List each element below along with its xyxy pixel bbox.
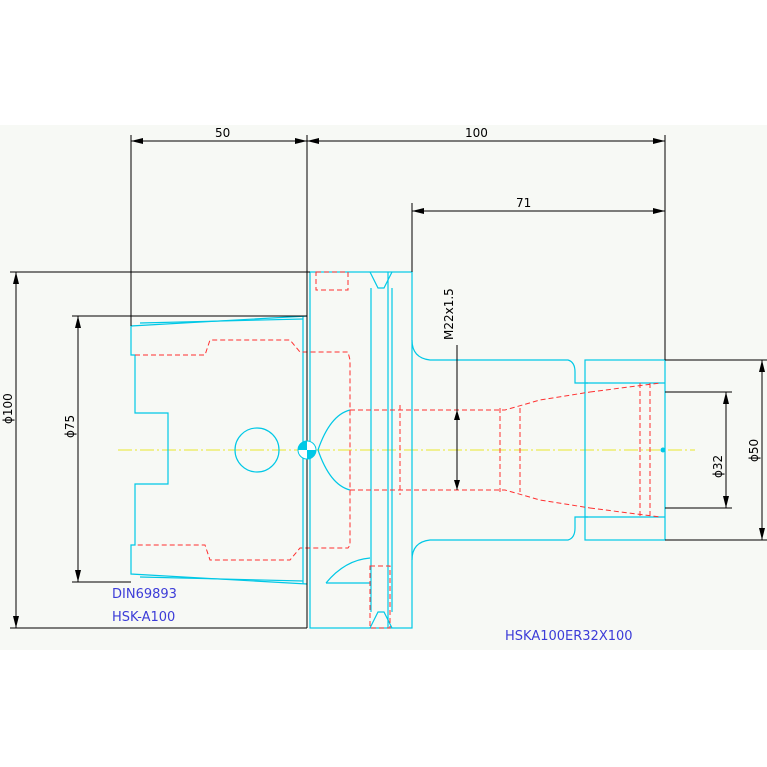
- body-upper: [411, 339, 588, 384]
- standard-label: DIN69893: [112, 587, 177, 602]
- arrow: [759, 360, 765, 372]
- gauge-point-marker: [297, 440, 317, 460]
- interface-label: HSK-A100: [112, 610, 175, 625]
- arrow: [723, 496, 729, 508]
- flange-pocket-bottom: [369, 565, 391, 629]
- dim-100-text: 100: [465, 126, 488, 140]
- drawing-sheet: [0, 125, 767, 650]
- dim-dia50-text: ϕ50: [747, 439, 761, 462]
- arrow: [653, 138, 665, 144]
- flange-pocket: [315, 271, 349, 291]
- bore-profile-top: [317, 409, 351, 451]
- arrow: [307, 138, 319, 144]
- dim-71-text: 71: [516, 196, 531, 210]
- arrow: [295, 138, 307, 144]
- arrow: [75, 570, 81, 582]
- drive-slot-bottom: [325, 557, 371, 584]
- hsk-shank-outline: [130, 315, 308, 585]
- arrow: [131, 138, 143, 144]
- thread-bore: [350, 391, 591, 509]
- dim-50-text: 50: [215, 126, 230, 140]
- shank-cavity: [135, 339, 351, 561]
- hidden-features: [135, 271, 661, 629]
- dim-thread-text: M22x1.5: [442, 288, 456, 340]
- dimension-lines: 50 100 71 ϕ100 ϕ75 M22x1.5: [1, 126, 767, 629]
- collet-cone: [589, 382, 661, 518]
- shank-inner-bottom: [139, 576, 304, 582]
- shank-inner-top: [139, 318, 304, 324]
- bore-profile-bottom: [317, 449, 351, 491]
- part-number-label: HSKA100ER32X100: [505, 629, 633, 644]
- arrow: [13, 272, 19, 284]
- arrow: [454, 480, 460, 490]
- arrow: [653, 208, 665, 214]
- arrow: [13, 616, 19, 628]
- arrow: [412, 208, 424, 214]
- dim-dia32-text: ϕ32: [711, 455, 725, 478]
- dim-dia100-text: ϕ100: [1, 393, 15, 424]
- arrow: [454, 410, 460, 420]
- arrow: [759, 528, 765, 540]
- arrow: [723, 392, 729, 404]
- cross-hole: [234, 427, 280, 473]
- body-lower: [411, 516, 588, 561]
- spindle-center-point: [660, 447, 666, 453]
- arrow: [75, 316, 81, 328]
- dim-dia75-text: ϕ75: [63, 415, 77, 438]
